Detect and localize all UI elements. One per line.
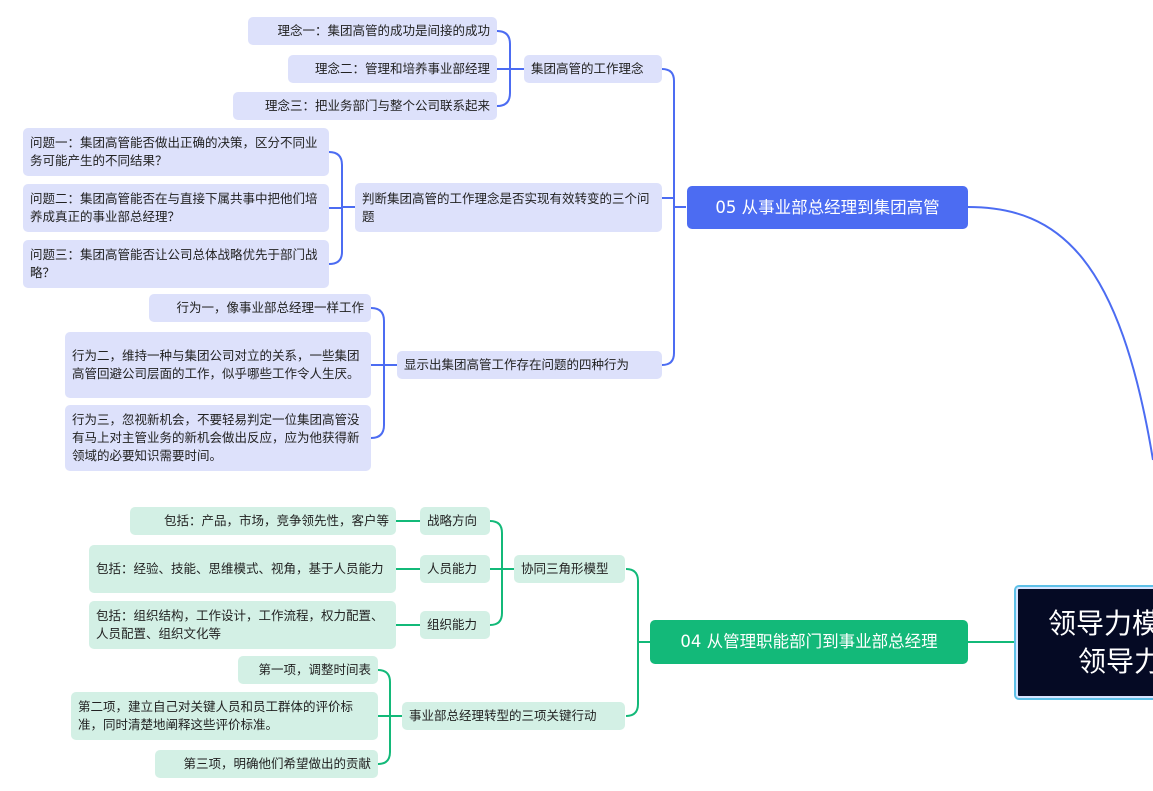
action-item-2[interactable]: 第二项，建立自己对关键人员和员工群体的评价标准，同时清楚地阐释这些评价标准。: [71, 692, 378, 740]
root-line-1: 领导力模: [1048, 606, 1153, 640]
subtopic-three-actions[interactable]: 事业部总经理转型的三项关键行动: [402, 702, 625, 730]
branch-04-topic[interactable]: 04 从管理职能部门到事业部总经理: [650, 620, 968, 664]
subtopic-work-concepts[interactable]: 集团高管的工作理念: [524, 55, 662, 83]
root-topic[interactable]: 领导力模 领导力: [1014, 585, 1153, 700]
concept-item-3[interactable]: 理念三：把业务部门与整个公司联系起来: [233, 92, 497, 120]
root-line-2: 领导力: [1078, 644, 1153, 678]
subtopic-three-questions[interactable]: 判断集团高管的工作理念是否实现有效转变的三个问题: [355, 183, 662, 232]
subtopic-four-behaviors[interactable]: 显示出集团高管工作存在问题的四种行为: [397, 351, 662, 379]
triangle-detail-people[interactable]: 包括：经验、技能、思维模式、视角，基于人员能力: [89, 545, 396, 593]
concept-item-2[interactable]: 理念二：管理和培养事业部经理: [288, 55, 497, 83]
behavior-item-2[interactable]: 行为二，维持一种与集团公司对立的关系，一些集团高管回避公司层面的工作，似乎哪些工…: [65, 332, 371, 398]
action-item-3[interactable]: 第三项，明确他们希望做出的贡献: [155, 750, 378, 778]
triangle-item-organization[interactable]: 组织能力: [420, 611, 490, 639]
triangle-detail-strategy[interactable]: 包括：产品，市场，竞争领先性，客户等: [130, 507, 396, 535]
action-item-1[interactable]: 第一项，调整时间表: [238, 656, 378, 684]
concept-item-1[interactable]: 理念一：集团高管的成功是间接的成功: [248, 17, 497, 45]
triangle-item-people[interactable]: 人员能力: [420, 555, 490, 583]
question-item-3[interactable]: 问题三：集团高管能否让公司总体战略优先于部门战略？: [23, 240, 329, 288]
branch-05-topic[interactable]: 05 从事业部总经理到集团高管: [687, 186, 968, 229]
behavior-item-3[interactable]: 行为三，忽视新机会，不要轻易判定一位集团高管没有马上对主管业务的新机会做出反应，…: [65, 405, 371, 471]
triangle-item-strategy[interactable]: 战略方向: [420, 507, 490, 535]
question-item-1[interactable]: 问题一：集团高管能否做出正确的决策，区分不同业务可能产生的不同结果？: [23, 128, 329, 176]
triangle-detail-organization[interactable]: 包括：组织结构，工作设计，工作流程，权力配置、人员配置、组织文化等: [89, 601, 396, 649]
subtopic-synergy-triangle[interactable]: 协同三角形模型: [514, 555, 625, 583]
behavior-item-1[interactable]: 行为一，像事业部总经理一样工作: [149, 294, 371, 322]
question-item-2[interactable]: 问题二：集团高管能否在与直接下属共事中把他们培养成真正的事业部总经理？: [23, 184, 329, 232]
